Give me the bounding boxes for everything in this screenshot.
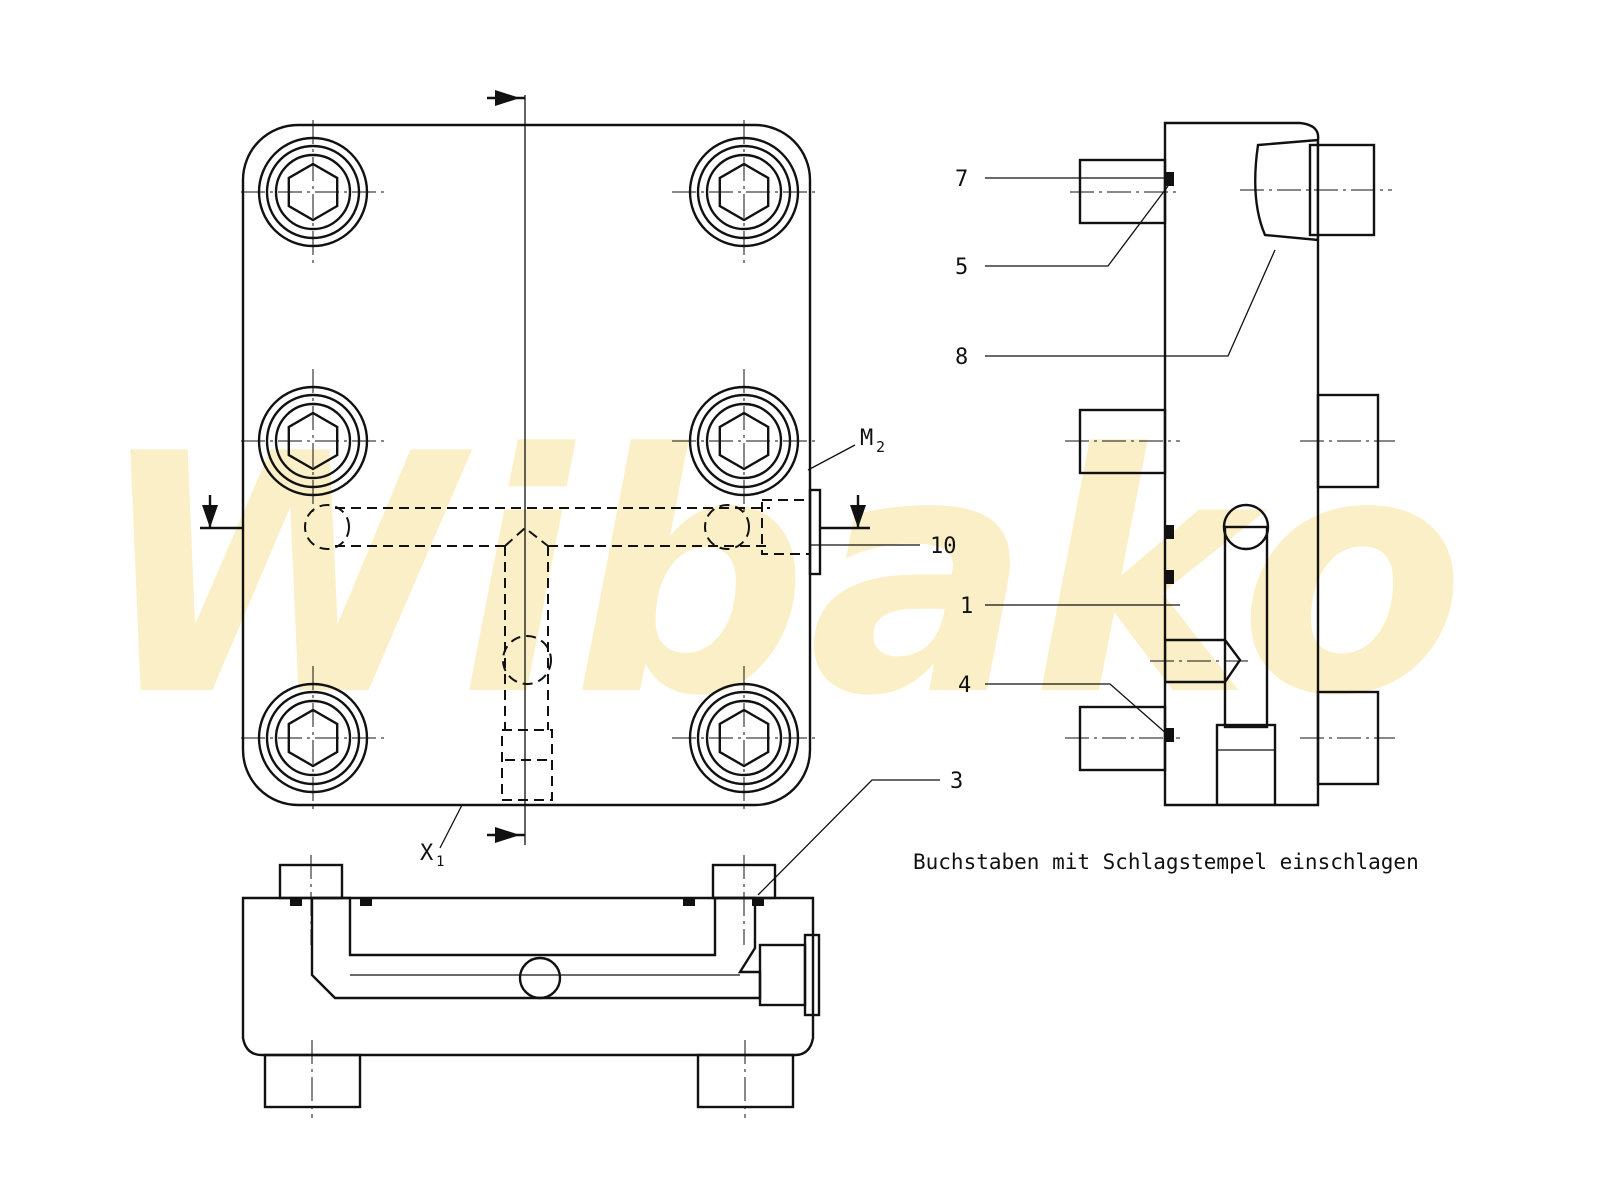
arrow-right-top-icon <box>495 90 520 106</box>
stamping-note: Buchstaben mit Schlagstempel einschlagen <box>913 850 1419 874</box>
screw-head-icon <box>672 369 816 513</box>
front-view: M 2 X 1 <box>200 90 920 870</box>
arrow-down-left-icon <box>202 505 218 528</box>
label-m2-sub: 2 <box>876 438 885 456</box>
hidden-channels <box>304 499 811 801</box>
label-1: 1 <box>960 594 973 619</box>
label-10: 10 <box>930 534 957 559</box>
leader-5 <box>985 185 1169 267</box>
label-m2: M <box>860 426 873 451</box>
screw-head-icon <box>672 666 816 810</box>
label-4: 4 <box>958 673 971 698</box>
plug-fitting <box>808 488 822 576</box>
label-8: 8 <box>955 345 968 370</box>
arrow-right-bottom-icon <box>495 827 520 843</box>
screw-head-icon <box>672 120 816 264</box>
label-x1-sub: 1 <box>436 854 444 870</box>
screw-head-icon <box>241 666 385 810</box>
label-7: 7 <box>955 167 968 192</box>
leader-3 <box>757 779 940 896</box>
leader-4 <box>985 683 1169 736</box>
bottom-section-view: 3 <box>241 769 963 1118</box>
label-x1: X <box>420 841 434 866</box>
leader-8 <box>985 249 1276 357</box>
label-5: 5 <box>955 255 968 280</box>
screw-head-icon <box>241 120 385 264</box>
x1-leader <box>439 804 463 849</box>
m2-leader <box>807 444 856 471</box>
label-3: 3 <box>950 769 963 794</box>
arrow-down-right-icon <box>850 505 866 528</box>
side-section-view: 7 5 8 10 1 4 <box>930 121 1395 807</box>
screw-head-icon <box>241 369 385 513</box>
